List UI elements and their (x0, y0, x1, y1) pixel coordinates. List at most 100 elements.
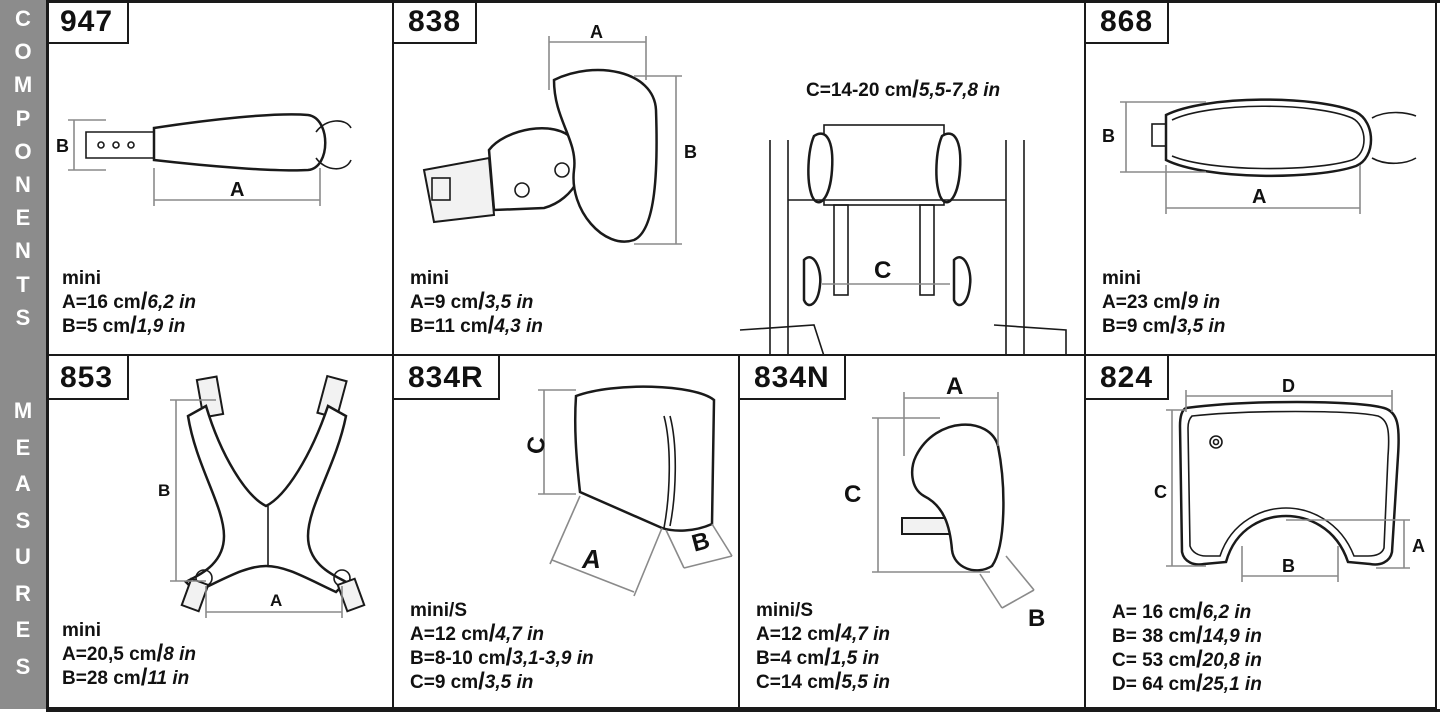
spec-separator: / (156, 640, 164, 667)
spec-separator: / (130, 312, 137, 339)
sidebar-letter: A (15, 471, 31, 496)
sidebar-letter: E (15, 205, 31, 231)
spec-line: B= 38 cm/14,9 in (1112, 624, 1262, 648)
spec-imperial: 3,5 in (484, 292, 534, 313)
spec-line: B=9 cm/3,5 in (1102, 314, 1225, 338)
spec-line: mini (62, 620, 196, 642)
product-code: 947 (46, 0, 130, 44)
spec-metric: B= 38 cm (1112, 626, 1196, 647)
product-code: 868 (1086, 0, 1170, 44)
pad-834N-drawing: A C B (844, 373, 1045, 632)
sidebar-letter: N (15, 172, 31, 197)
spec-separator: / (1170, 312, 1177, 339)
dim-label-b: B (158, 481, 170, 500)
dim-label-b: B (1102, 126, 1115, 146)
product-code: 824 (1086, 356, 1170, 400)
spec-line: B=11 cm/4,3 in (410, 314, 543, 338)
spec-imperial: 4,7 in (495, 624, 544, 645)
spec-metric: A=20,5 cm (62, 644, 157, 665)
sidebar-letter: P (15, 105, 31, 131)
spec-separator: / (1195, 646, 1203, 673)
spec-metric: C=9 cm (410, 672, 479, 693)
spec-line: A=12 cm/4,7 in (756, 622, 890, 646)
product-code: 838 (394, 0, 478, 44)
spec-size-label: mini (62, 620, 102, 641)
sidebar-letter: M (13, 398, 33, 423)
spec-imperial: 5,5 in (841, 672, 890, 693)
tray-824-drawing: D C B A (1154, 376, 1425, 582)
spec-line: A=16 cm/6,2 in (62, 290, 196, 314)
spec-imperial: 4,7 in (841, 624, 890, 645)
spec-line: B=5 cm/1,9 in (62, 314, 196, 338)
spec-separator: / (1195, 622, 1203, 649)
spec-separator: / (487, 312, 495, 339)
spec-metric: C=14 cm (756, 672, 835, 693)
spec-line: A=12 cm/4,7 in (410, 622, 594, 646)
spec-line: A=23 cm/9 in (1102, 290, 1225, 314)
spec-c-metric: C=14-20 cm (806, 80, 913, 101)
dim-label-a: A (1412, 536, 1425, 556)
spec-separator: / (1195, 670, 1203, 697)
sidebar-letter: E (15, 434, 31, 460)
spec-line: C=14 cm/5,5 in (756, 670, 890, 694)
spec-line: mini (1102, 268, 1225, 290)
sidebar-letter: R (15, 580, 31, 606)
dim-label-a: A (946, 373, 963, 400)
spec-line: A= 16 cm/6,2 in (1112, 600, 1262, 624)
spec-size-label: mini (1102, 268, 1142, 289)
sidebar-letter: T (16, 271, 30, 297)
spec-imperial: 1,9 in (136, 316, 186, 337)
dim-label-c: C (522, 435, 552, 457)
dim-label-a: A (581, 544, 601, 574)
spec-metric: B=8-10 cm (410, 648, 506, 669)
spec-imperial: 3,1-3,9 in (512, 648, 594, 669)
spec-imperial: 11 in (147, 668, 190, 689)
spec-imperial: 14,9 in (1202, 626, 1262, 647)
spec-metric: A=12 cm (410, 624, 489, 645)
sidebar-letter: E (15, 617, 31, 642)
spec-line: B=8-10 cm/3,1-3,9 in (410, 646, 594, 670)
spec-metric: A= 16 cm (1112, 602, 1196, 623)
belt-868-drawing: B A (1102, 98, 1417, 214)
spec-line: mini (62, 268, 196, 290)
spec-imperial: 4,3 in (494, 316, 543, 337)
spec-imperial: 20,8 in (1202, 650, 1262, 671)
cell-838: 838 A B C C=14-20 cm/ (394, 0, 1086, 357)
sidebar-letter: C (15, 6, 31, 31)
spec-imperial: 25,1 in (1202, 674, 1262, 695)
spec-line: C= 53 cm/20,8 in (1112, 648, 1262, 672)
spec-size-label: mini/S (756, 600, 814, 621)
spec-metric: D= 64 cm (1112, 674, 1196, 695)
spec-separator: / (1195, 598, 1203, 625)
spec-metric: B=5 cm (62, 316, 131, 337)
sidebar-letter: S (15, 507, 31, 533)
spec-line: A=20,5 cm/8 in (62, 642, 196, 666)
spec-line: mini/S (410, 600, 594, 622)
spec-separator: / (834, 620, 842, 647)
dim-label-a: A (590, 22, 603, 42)
spec-separator: / (824, 644, 831, 671)
product-code: 834N (740, 356, 846, 400)
spec-line: D= 64 cm/25,1 in (1112, 672, 1262, 696)
spec-size-label: mini/S (410, 600, 468, 621)
dim-label-a: A (230, 179, 244, 201)
spec-separator: / (140, 664, 148, 691)
spec-separator: / (140, 288, 148, 315)
spec-line: A=9 cm/3,5 in (410, 290, 543, 314)
dim-label-b: B (56, 136, 69, 156)
spec-metric: A=12 cm (756, 624, 835, 645)
spec-line: mini (410, 268, 543, 290)
